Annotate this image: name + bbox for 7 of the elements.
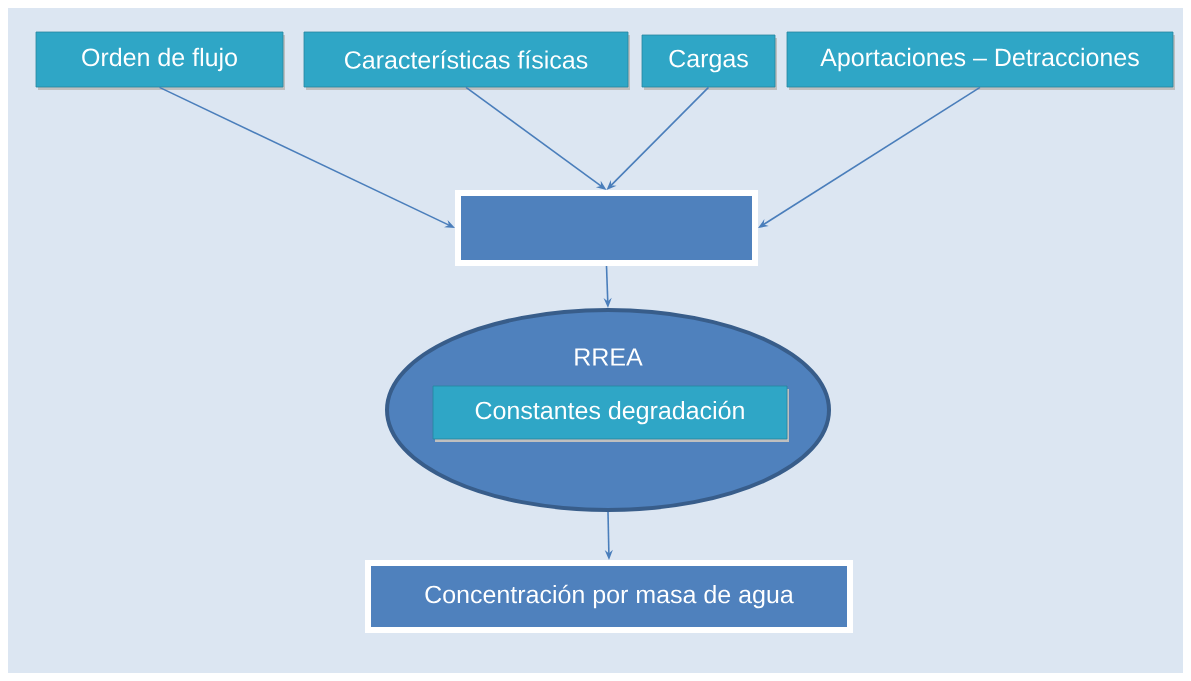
process-box: Cargas: [641, 34, 777, 90]
process-box: Constantes degradación: [432, 385, 789, 442]
empty-box: [455, 190, 758, 266]
process-box: Concentración por masa de agua: [365, 560, 853, 633]
process-box: Características físicas: [303, 31, 630, 90]
process-box: Orden de flujo: [35, 31, 285, 90]
process-box: Aportaciones – Detracciones: [786, 31, 1175, 90]
